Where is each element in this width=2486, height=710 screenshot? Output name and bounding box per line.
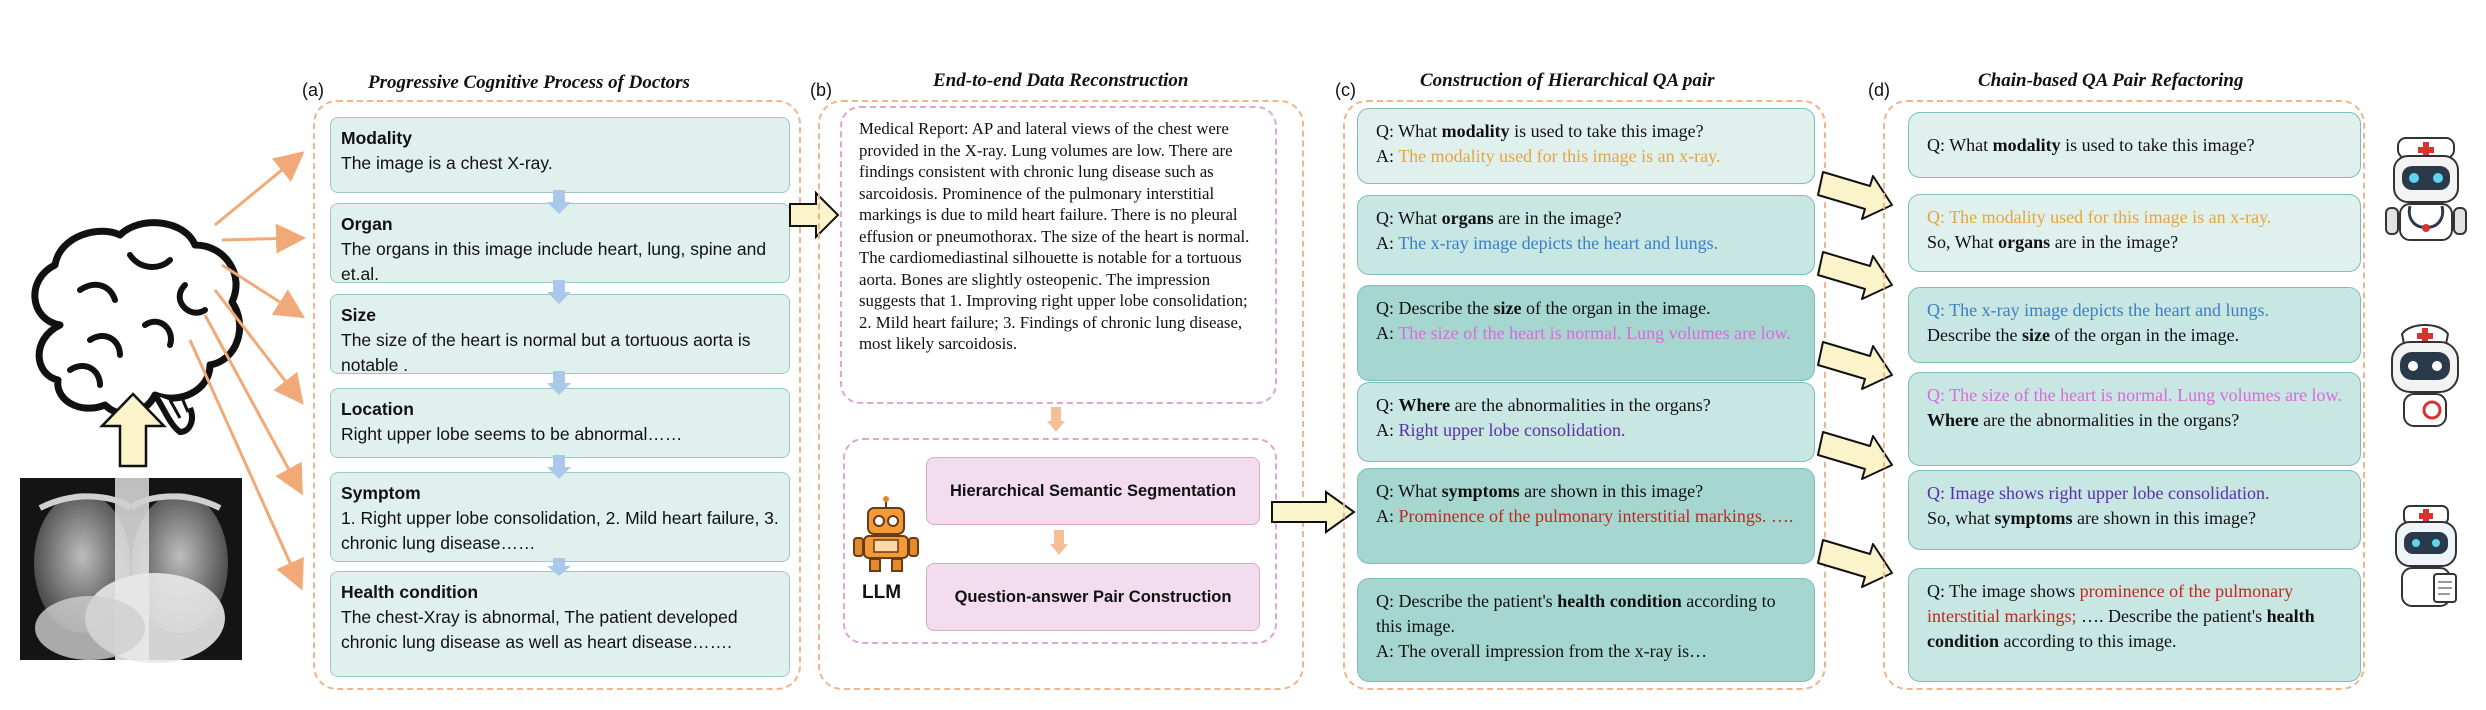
card-text: Right upper lobe seems to be abnormal…… <box>341 424 683 444</box>
card-text: The image is a chest X-ray. <box>341 153 553 173</box>
card-modality: Modality The image is a chest X-ray. <box>330 117 790 193</box>
answer: A: The x-ray image depicts the heart and… <box>1376 233 1719 253</box>
panel-b-title: End-to-end Data Reconstruction <box>933 70 1189 91</box>
refactored-qa-modality: Q: What modality is used to take this im… <box>1908 112 2361 178</box>
qa-card-location: Q: Where are the abnormalities in the or… <box>1357 382 1815 462</box>
panel-c-letter: (c) <box>1335 80 1356 100</box>
context: Q: The x-ray image depicts the heart and… <box>1927 300 2270 320</box>
panel-a-frame <box>313 100 801 690</box>
answer: A: The size of the heart is normal. Lung… <box>1376 323 1791 343</box>
nurse-robot-icon <box>2391 324 2459 427</box>
doctor-robot-icon <box>2385 137 2467 241</box>
card-title: Symptom <box>341 483 421 503</box>
card-title: Health condition <box>341 582 479 602</box>
chest-xray-image <box>20 478 242 663</box>
step-qa-construction: Question-answer Pair Construction <box>926 563 1260 631</box>
refactored-qa-location: Q: The size of the heart is normal. Lung… <box>1908 372 2361 466</box>
brain-icon <box>31 219 244 436</box>
card-text: The size of the heart is normal but a to… <box>341 330 751 375</box>
panel-c-title: Construction of Hierarchical QA pair <box>1420 70 1715 91</box>
medic-robot-icon <box>2395 505 2457 607</box>
down-arrow-icon <box>1050 530 1068 555</box>
card-title: Organ <box>341 214 393 234</box>
card-text: 1. Right upper lobe consolidation, 2. Mi… <box>341 508 779 553</box>
refactored-qa-size: Q: The x-ray image depicts the heart and… <box>1908 287 2361 363</box>
arrow-a-to-b <box>789 190 840 240</box>
card-text: The chest-Xray is abnormal, The patient … <box>341 607 738 652</box>
card-title: Modality <box>341 128 412 148</box>
card-health-condition: Health condition The chest-Xray is abnor… <box>330 571 790 677</box>
context: Q: The size of the heart is normal. Lung… <box>1927 385 2342 405</box>
panel-b-frame <box>818 100 1304 690</box>
card-symptom: Symptom 1. Right upper lobe consolidatio… <box>330 472 790 562</box>
down-arrow-icon <box>1047 407 1065 432</box>
medical-report: Medical Report: AP and lateral views of … <box>859 119 1250 353</box>
qa-card-size: Q: Describe the size of the organ in the… <box>1357 285 1815 381</box>
refactored-qa-symptoms: Q: Image shows right upper lobe consolid… <box>1908 470 2361 550</box>
question: Q: The image shows prominence of the pul… <box>1927 581 2315 651</box>
answer: A: The modality used for this image is a… <box>1376 146 1721 166</box>
answer: A: Right upper lobe consolidation. <box>1376 420 1626 440</box>
panel-a-letter: (a) <box>302 80 324 100</box>
panel-d-letter: (d) <box>1868 80 1890 100</box>
report-frame <box>840 106 1277 404</box>
question: Q: Describe the size of the organ in the… <box>1376 298 1711 318</box>
panel-d-title: Chain-based QA Pair Refactoring <box>1978 70 2244 91</box>
qa-card-modality: Q: What modality is used to take this im… <box>1357 108 1815 184</box>
question: So, what symptoms are shown in this imag… <box>1927 508 2256 528</box>
question: Q: What modality is used to take this im… <box>1927 134 2255 155</box>
card-title: Size <box>341 305 377 325</box>
refactored-qa-organs: Q: The modality used for this image is a… <box>1908 194 2361 272</box>
card-location: Location Right upper lobe seems to be ab… <box>330 388 790 458</box>
llm-frame <box>843 438 1277 644</box>
llm-label: LLM <box>862 582 902 603</box>
card-size: Size The size of the heart is normal but… <box>330 294 790 375</box>
panel-b-letter: (b) <box>810 80 832 100</box>
answer: A: The overall impression from the x-ray… <box>1376 641 1708 661</box>
panel-c-frame <box>1343 100 1826 690</box>
llm-robot-icon <box>853 496 919 572</box>
question: Q: What symptoms are shown in this image… <box>1376 481 1704 501</box>
arrow-b-to-c <box>1271 490 1356 534</box>
step-segmentation: Hierarchical Semantic Segmentation <box>926 457 1260 525</box>
question: Describe the size of the organ in the im… <box>1927 325 2240 345</box>
question: Q: What modality is used to take this im… <box>1376 121 1704 141</box>
context: Q: The modality used for this image is a… <box>1927 207 2272 227</box>
panel-a-title: Progressive Cognitive Process of Doctors <box>368 72 690 93</box>
question: Q: Where are the abnormalities in the or… <box>1376 395 1711 415</box>
qa-card-symptoms: Q: What symptoms are shown in this image… <box>1357 468 1815 564</box>
qa-card-organs: Q: What organs are in the image? A: The … <box>1357 195 1815 275</box>
question: Q: The size of the heart is normal. Lung… <box>1927 385 2342 430</box>
card-title: Location <box>341 399 414 419</box>
answer: A: Prominence of the pulmonary interstit… <box>1376 506 1794 526</box>
question: Q: What organs are in the image? <box>1376 208 1622 228</box>
question: Q: Describe the patient's health conditi… <box>1376 591 1776 636</box>
up-arrow-icon <box>99 392 167 468</box>
question: So, What organs are in the image? <box>1927 232 2179 252</box>
refactored-qa-health-condition: Q: The image shows prominence of the pul… <box>1908 568 2361 682</box>
context: Q: Image shows right upper lobe consolid… <box>1927 483 2270 503</box>
context: prominence of the pulmonary interstitial… <box>1927 581 2294 626</box>
panel-d-frame <box>1883 100 2365 690</box>
card-text: The organs in this image include heart, … <box>341 239 767 284</box>
qa-card-health-condition: Q: Describe the patient's health conditi… <box>1357 578 1815 682</box>
